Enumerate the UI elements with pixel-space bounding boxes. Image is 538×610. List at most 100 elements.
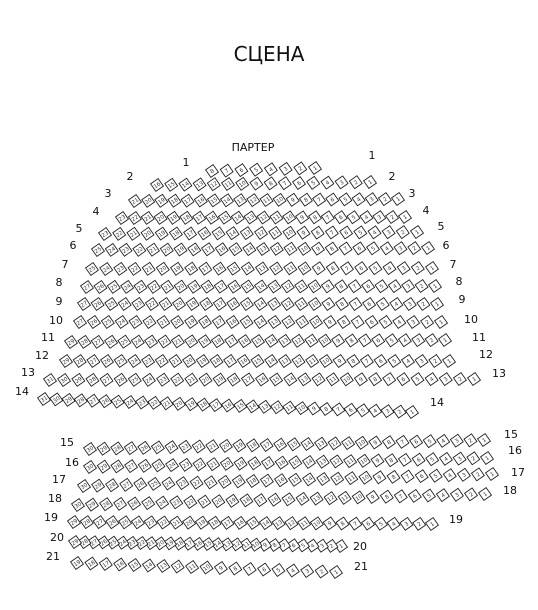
seat[interactable]: 10 [297,241,312,256]
seat[interactable]: 6 [286,538,301,553]
seat[interactable]: 25 [104,296,119,312]
seat[interactable]: 14 [264,333,279,348]
seat[interactable]: 3 [334,175,349,190]
seat[interactable]: 5 [428,468,443,483]
seat[interactable]: 29 [96,441,111,456]
seat[interactable]: 1 [420,240,436,256]
seat[interactable]: 3 [456,467,471,482]
seat[interactable]: 23 [175,476,190,491]
seat[interactable]: 2 [463,433,478,448]
seat[interactable]: 23 [118,242,133,257]
seat[interactable]: 8 [334,279,349,294]
seat[interactable]: 5 [353,225,368,240]
seat[interactable]: 16 [204,210,220,225]
seat[interactable]: 7 [331,402,346,417]
seat[interactable]: 10 [354,435,369,450]
seat[interactable]: 19 [232,438,247,453]
seat[interactable]: 22 [146,279,161,294]
seat[interactable]: 7 [395,434,410,449]
seat[interactable]: 12 [327,436,342,451]
seat[interactable]: 27 [119,477,134,492]
seat[interactable]: 3 [380,404,395,419]
seat[interactable]: 19 [154,226,169,241]
seat[interactable]: 7 [320,210,335,225]
seat[interactable]: 9 [311,261,326,276]
seat[interactable]: 10 [358,470,373,485]
seat[interactable]: 3 [381,225,396,240]
seat[interactable]: 7 [382,372,397,387]
seat[interactable]: 16 [237,334,252,349]
seat[interactable]: 5 [373,516,388,531]
seat[interactable]: 27 [90,334,105,349]
seat[interactable]: 7 [347,279,362,294]
seat[interactable]: 6 [352,241,367,256]
seat[interactable]: 8 [381,435,396,450]
seat[interactable]: 4 [368,403,383,418]
seat[interactable]: 3 [372,210,387,225]
seat[interactable]: 23 [156,372,171,387]
seat[interactable]: 15 [226,261,241,276]
seat[interactable]: 27 [99,372,114,387]
seat[interactable]: 2 [410,260,425,276]
seat[interactable]: 29 [71,372,86,387]
seat[interactable]: 29 [91,478,106,493]
seat[interactable]: 6 [373,353,388,369]
seat[interactable]: 24 [115,535,130,550]
seat[interactable]: 4 [387,279,402,294]
seat[interactable]: 2 [407,241,422,256]
seat[interactable]: 10 [282,225,297,240]
seat[interactable]: 21 [158,296,173,312]
seat[interactable]: 1 [437,332,453,348]
seat[interactable]: 10 [308,314,324,330]
seat[interactable]: 4 [379,241,394,256]
seat[interactable]: 29 [61,392,76,407]
seat[interactable]: 23 [97,226,113,242]
seat[interactable]: 14 [210,537,225,552]
seat[interactable]: 1 [362,174,378,190]
seat[interactable]: 13 [267,296,282,312]
seat[interactable]: 25 [141,496,156,511]
seat[interactable]: 8 [228,561,243,576]
seat[interactable]: 1 [484,466,500,482]
seat[interactable]: 14 [253,314,268,330]
seat[interactable]: 25 [106,279,121,294]
seat[interactable]: 19 [162,536,178,551]
seat[interactable]: 18 [167,193,182,208]
seat[interactable]: 30 [57,372,72,388]
seat[interactable]: 10 [282,210,297,225]
seat[interactable]: 10 [272,192,287,207]
seat[interactable]: 21 [168,353,183,369]
seat[interactable]: 13 [243,210,258,225]
seat[interactable]: 20 [159,242,174,257]
seat[interactable]: 11 [294,296,309,312]
seat[interactable]: 4 [424,372,439,387]
seat[interactable]: 16 [113,557,128,572]
seat[interactable]: 1 [404,404,420,420]
seat[interactable]: 17 [208,398,223,413]
seat[interactable]: 21 [127,193,143,209]
seat[interactable]: 2 [348,175,363,190]
seat[interactable]: 14 [253,296,268,312]
seat[interactable]: 21 [143,536,159,551]
seat[interactable]: 12 [291,333,306,348]
seat[interactable]: 15 [164,177,179,192]
seat[interactable]: 3 [414,353,429,369]
seat[interactable]: 28 [79,515,94,530]
seat[interactable]: 15 [245,515,261,531]
seat[interactable]: 20 [155,261,170,276]
seat[interactable]: 5 [271,562,286,578]
seat[interactable]: 4 [285,563,300,578]
seat[interactable]: 10 [307,296,322,312]
seat[interactable]: 6 [234,163,249,178]
seat[interactable]: 5 [422,434,437,449]
seat[interactable]: 23 [143,515,158,530]
seat[interactable]: 4 [320,175,335,190]
seat[interactable]: 12 [329,454,344,469]
seat[interactable]: 14 [141,558,156,573]
seat[interactable]: 6 [409,434,424,449]
seat[interactable]: 20 [198,372,213,387]
seat[interactable]: 5 [375,296,390,312]
seat[interactable]: 7 [276,538,292,553]
seat[interactable]: 3 [449,433,464,448]
seat[interactable]: 13 [254,261,270,276]
